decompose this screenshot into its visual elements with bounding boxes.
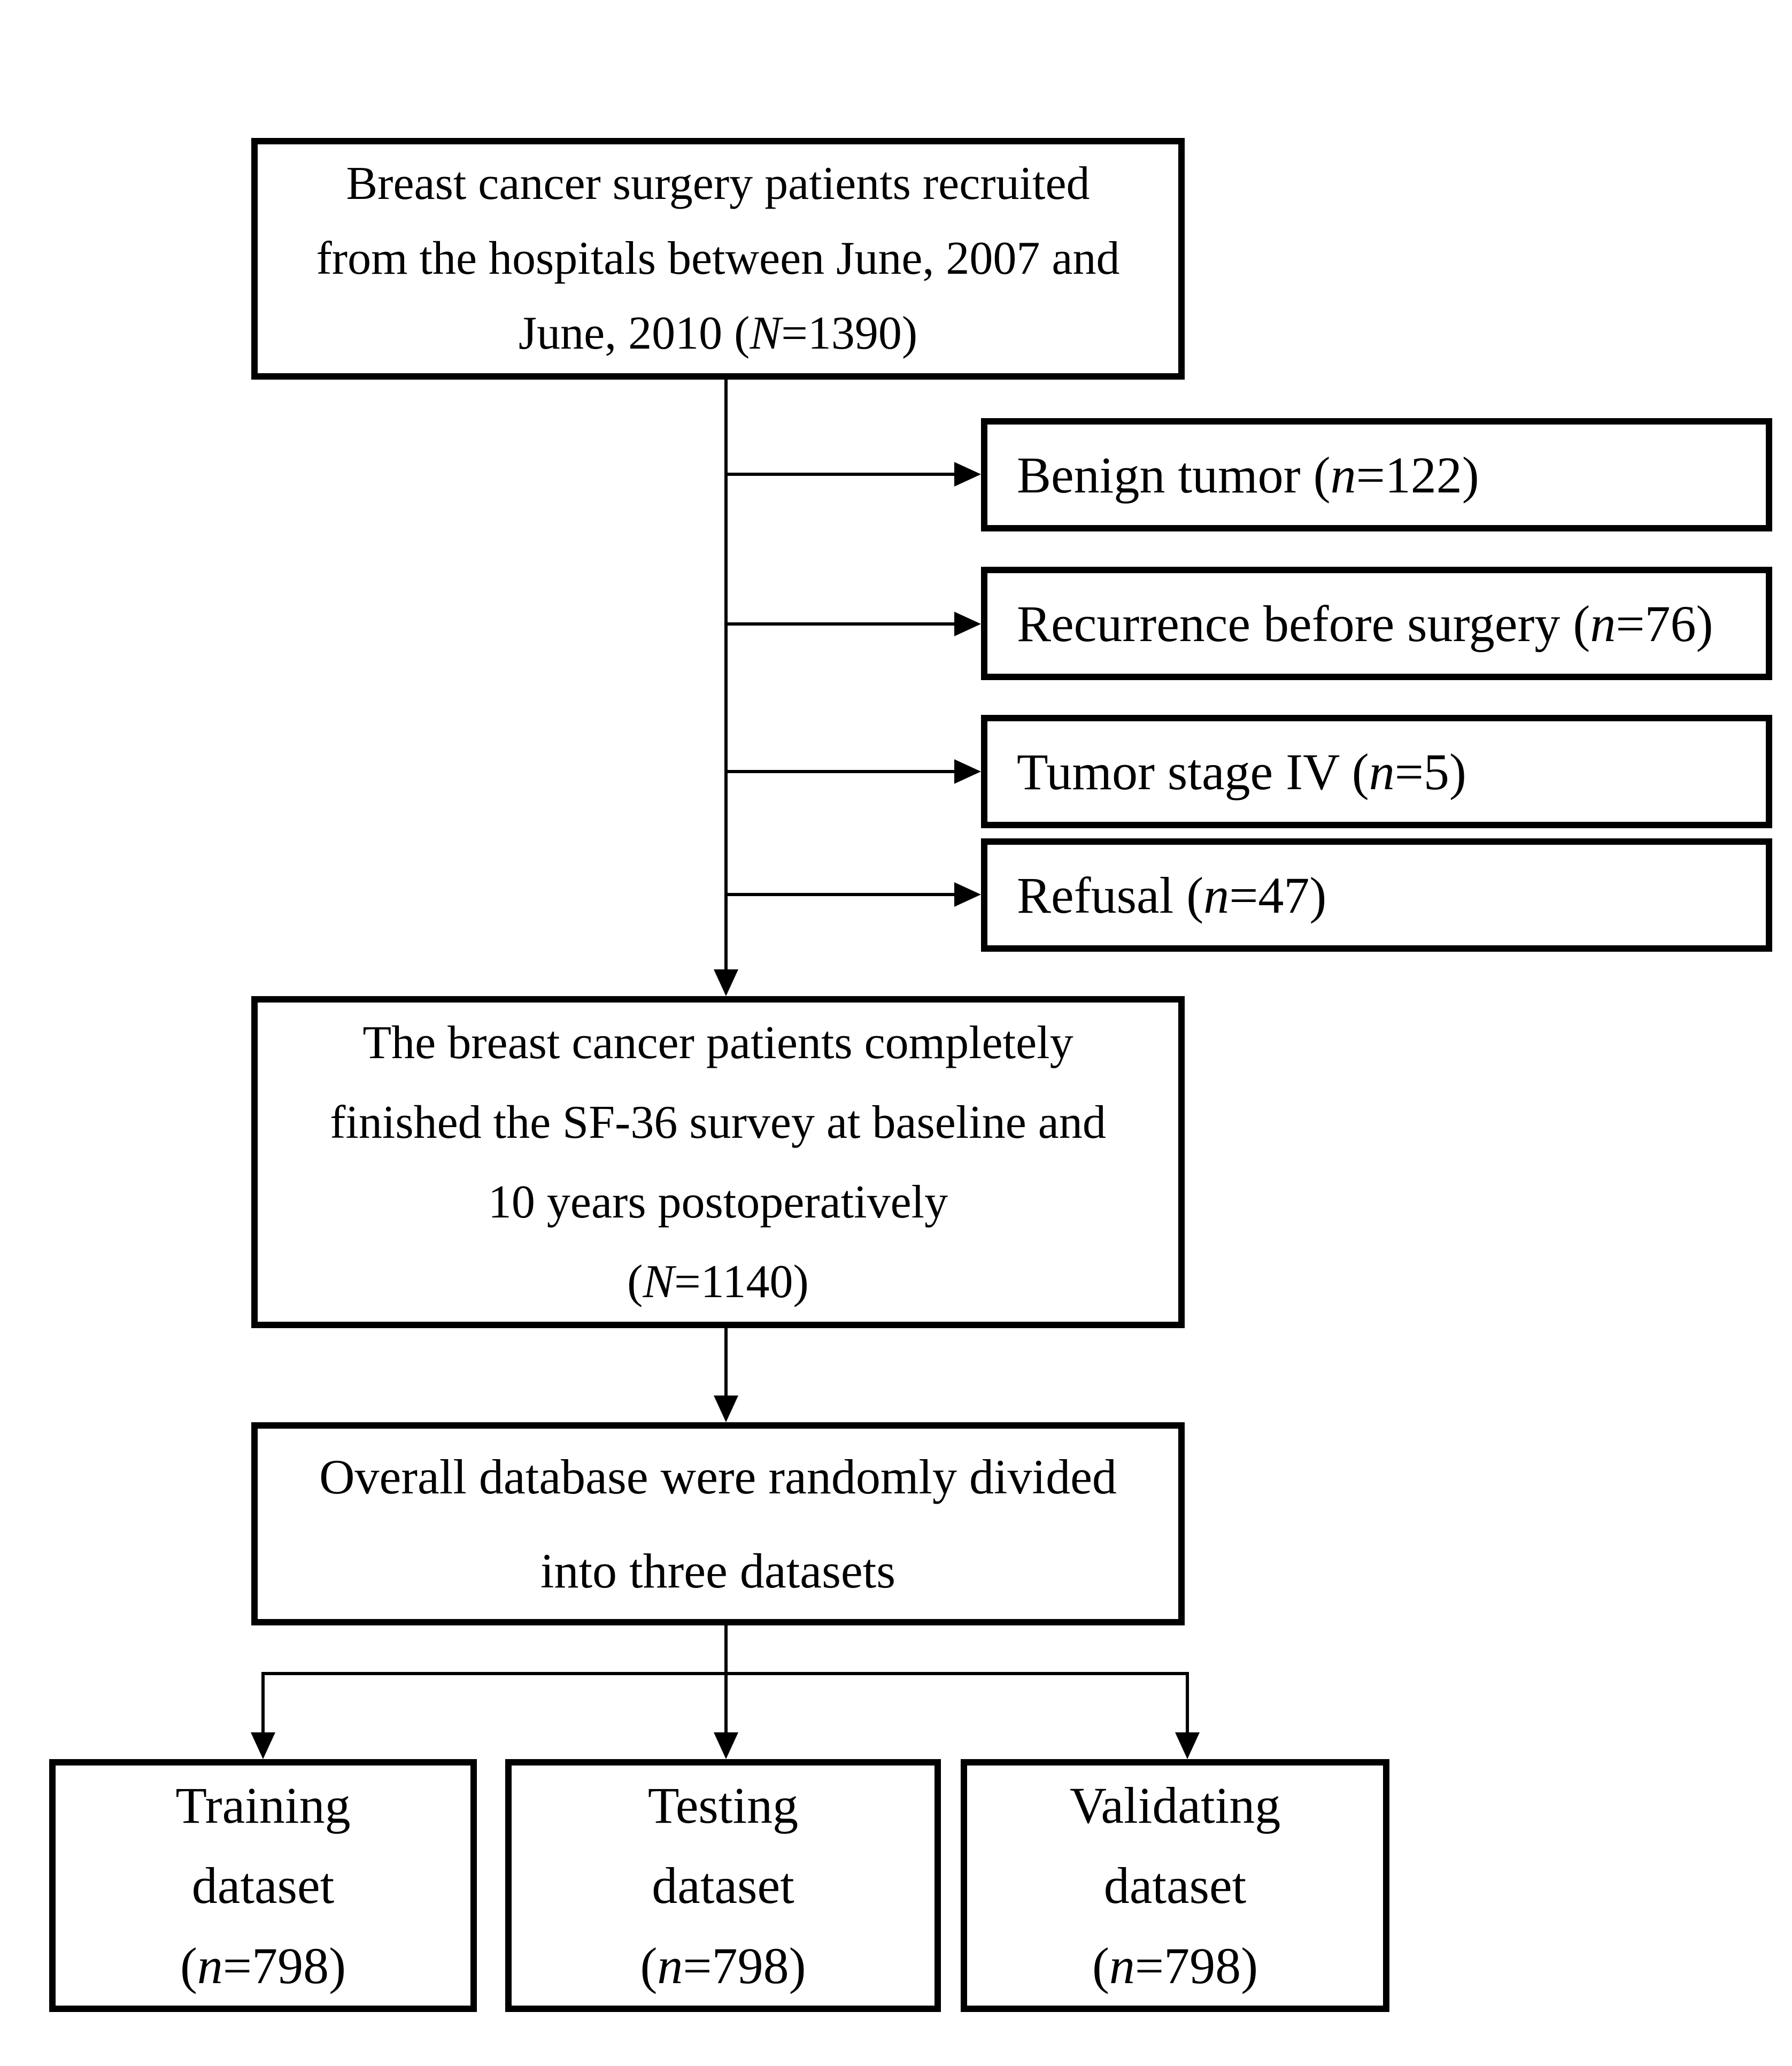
training-subtitle: dataset bbox=[191, 1856, 335, 1914]
arrow-trunk-head bbox=[714, 969, 738, 996]
arrow-branch-stage4-shaft bbox=[724, 770, 954, 773]
sf36-n-symbol: N bbox=[643, 1255, 675, 1308]
validating-count: (n=798) bbox=[1092, 1937, 1258, 1994]
exclusion-refusal-label: Refusal (n=47) bbox=[1017, 866, 1327, 924]
validating-title: Validating bbox=[1069, 1776, 1281, 1834]
exclusion-benign-label: Benign tumor (n=122) bbox=[1017, 446, 1479, 504]
box-exclusion-tumor-stage-iv: Tumor stage IV (n=5) bbox=[981, 715, 1772, 828]
testing-subtitle: dataset bbox=[652, 1856, 794, 1914]
testing-count: (n=798) bbox=[640, 1937, 806, 1994]
exclusion-refusal-n-symbol: n bbox=[1203, 866, 1230, 924]
arrow-branch-benign-head bbox=[954, 462, 981, 487]
sf36-line-4: (N=1140) bbox=[627, 1255, 809, 1308]
box-testing-dataset: Testing dataset (n=798) bbox=[505, 1759, 941, 2012]
exclusion-recurrence-n-symbol: n bbox=[1590, 595, 1616, 652]
exclusion-recurrence-label: Recurrence before surgery (n=76) bbox=[1017, 595, 1713, 652]
box-exclusion-refusal: Refusal (n=47) bbox=[981, 838, 1772, 952]
validating-n-symbol: n bbox=[1109, 1937, 1135, 1994]
box-randomly-divided: Overall database were randomly divided i… bbox=[251, 1422, 1185, 1625]
divided-line-2: into three datasets bbox=[540, 1544, 896, 1598]
divided-line-1: Overall database were randomly divided bbox=[319, 1450, 1117, 1504]
exclusion-stage4-n-symbol: n bbox=[1369, 743, 1395, 800]
training-count: (n=798) bbox=[180, 1937, 346, 1994]
sf36-line-3: 10 years postoperatively bbox=[488, 1176, 948, 1228]
recruited-line-1: Breast cancer surgery patients recruited bbox=[346, 158, 1090, 210]
recruited-line-3: June, 2010 (N=1390) bbox=[518, 307, 918, 359]
split-horizontal-line bbox=[261, 1672, 1189, 1675]
arrow-branch-refusal-shaft bbox=[724, 893, 954, 896]
validating-subtitle: dataset bbox=[1103, 1856, 1247, 1914]
arrow-branch-refusal-head bbox=[954, 882, 981, 907]
arrow-to-validating-shaft bbox=[1186, 1672, 1189, 1732]
box-training-dataset: Training dataset (n=798) bbox=[49, 1759, 477, 2012]
arrow-to-training-shaft bbox=[261, 1672, 265, 1732]
sf36-line-1: The breast cancer patients completely bbox=[362, 1016, 1073, 1069]
arrow-sf36-to-divided-head bbox=[714, 1396, 738, 1422]
box-exclusion-benign-tumor: Benign tumor (n=122) bbox=[981, 418, 1772, 531]
box-validating-dataset: Validating dataset (n=798) bbox=[961, 1759, 1389, 2012]
arrow-to-validating-head bbox=[1175, 1732, 1200, 1759]
arrow-to-testing-head bbox=[714, 1732, 738, 1759]
exclusion-stage4-label: Tumor stage IV (n=5) bbox=[1017, 743, 1466, 800]
exclusion-benign-n-symbol: n bbox=[1330, 446, 1356, 504]
arrow-trunk-shaft bbox=[724, 377, 728, 969]
arrow-branch-stage4-head bbox=[954, 759, 981, 784]
recruited-n-symbol: N bbox=[750, 307, 782, 359]
testing-title: Testing bbox=[647, 1776, 799, 1834]
training-title: Training bbox=[175, 1776, 351, 1834]
arrow-sf36-to-divided-shaft bbox=[724, 1326, 728, 1396]
arrow-branch-recurrence-head bbox=[954, 612, 981, 636]
training-n-symbol: n bbox=[197, 1937, 223, 1994]
box-sf36-completed: The breast cancer patients completely fi… bbox=[251, 996, 1185, 1328]
recruited-line-2: from the hospitals between June, 2007 an… bbox=[316, 233, 1120, 284]
box-recruited-patients: Breast cancer surgery patients recruited… bbox=[251, 138, 1185, 380]
arrow-to-training-head bbox=[251, 1732, 275, 1759]
box-exclusion-recurrence: Recurrence before surgery (n=76) bbox=[981, 567, 1772, 680]
sf36-line-2: finished the SF-36 survey at baseline an… bbox=[330, 1096, 1106, 1148]
arrow-branch-recurrence-shaft bbox=[724, 622, 954, 626]
testing-n-symbol: n bbox=[657, 1937, 683, 1994]
split-stem-line bbox=[724, 1623, 728, 1732]
arrow-branch-benign-shaft bbox=[724, 473, 954, 476]
